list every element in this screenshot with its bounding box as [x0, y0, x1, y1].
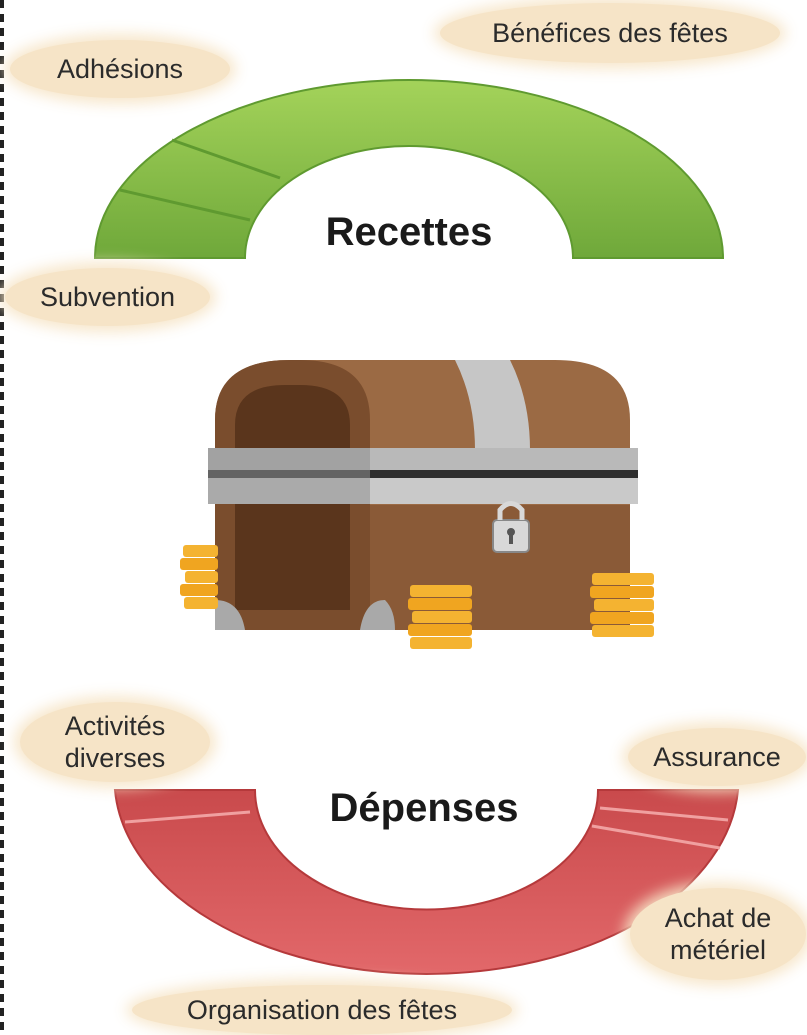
- income-arc: [93, 79, 725, 259]
- income-arc-divider: [119, 188, 251, 222]
- income-title: Recettes: [325, 210, 493, 254]
- expenses-arc-divider: [591, 824, 721, 850]
- coin-stack-icon: [408, 585, 472, 649]
- income-label-subvention: Subvention: [5, 268, 210, 326]
- expenses-label-organisation: Organisation des fêtes: [132, 985, 512, 1035]
- expenses-label-activites: Activités diverses: [20, 702, 210, 782]
- coin-stack-icon: [590, 573, 654, 637]
- expenses-label-achat: Achat de métériel: [630, 888, 806, 980]
- coin-stack-icon: [180, 545, 218, 609]
- expenses-label-assurance: Assurance: [628, 728, 806, 786]
- expenses-arc: [113, 789, 740, 975]
- left-dashed-border: [0, 0, 4, 1035]
- treasure-chest-icon: [180, 360, 654, 649]
- income-label-benefices: Bénéfices des fêtes: [440, 3, 780, 63]
- income-arc-divider: [171, 138, 281, 180]
- expenses-arc-divider: [124, 810, 251, 824]
- expenses-arc-divider: [599, 806, 729, 822]
- expenses-title: Dépenses: [329, 786, 519, 830]
- income-label-adhesions: Adhésions: [10, 40, 230, 98]
